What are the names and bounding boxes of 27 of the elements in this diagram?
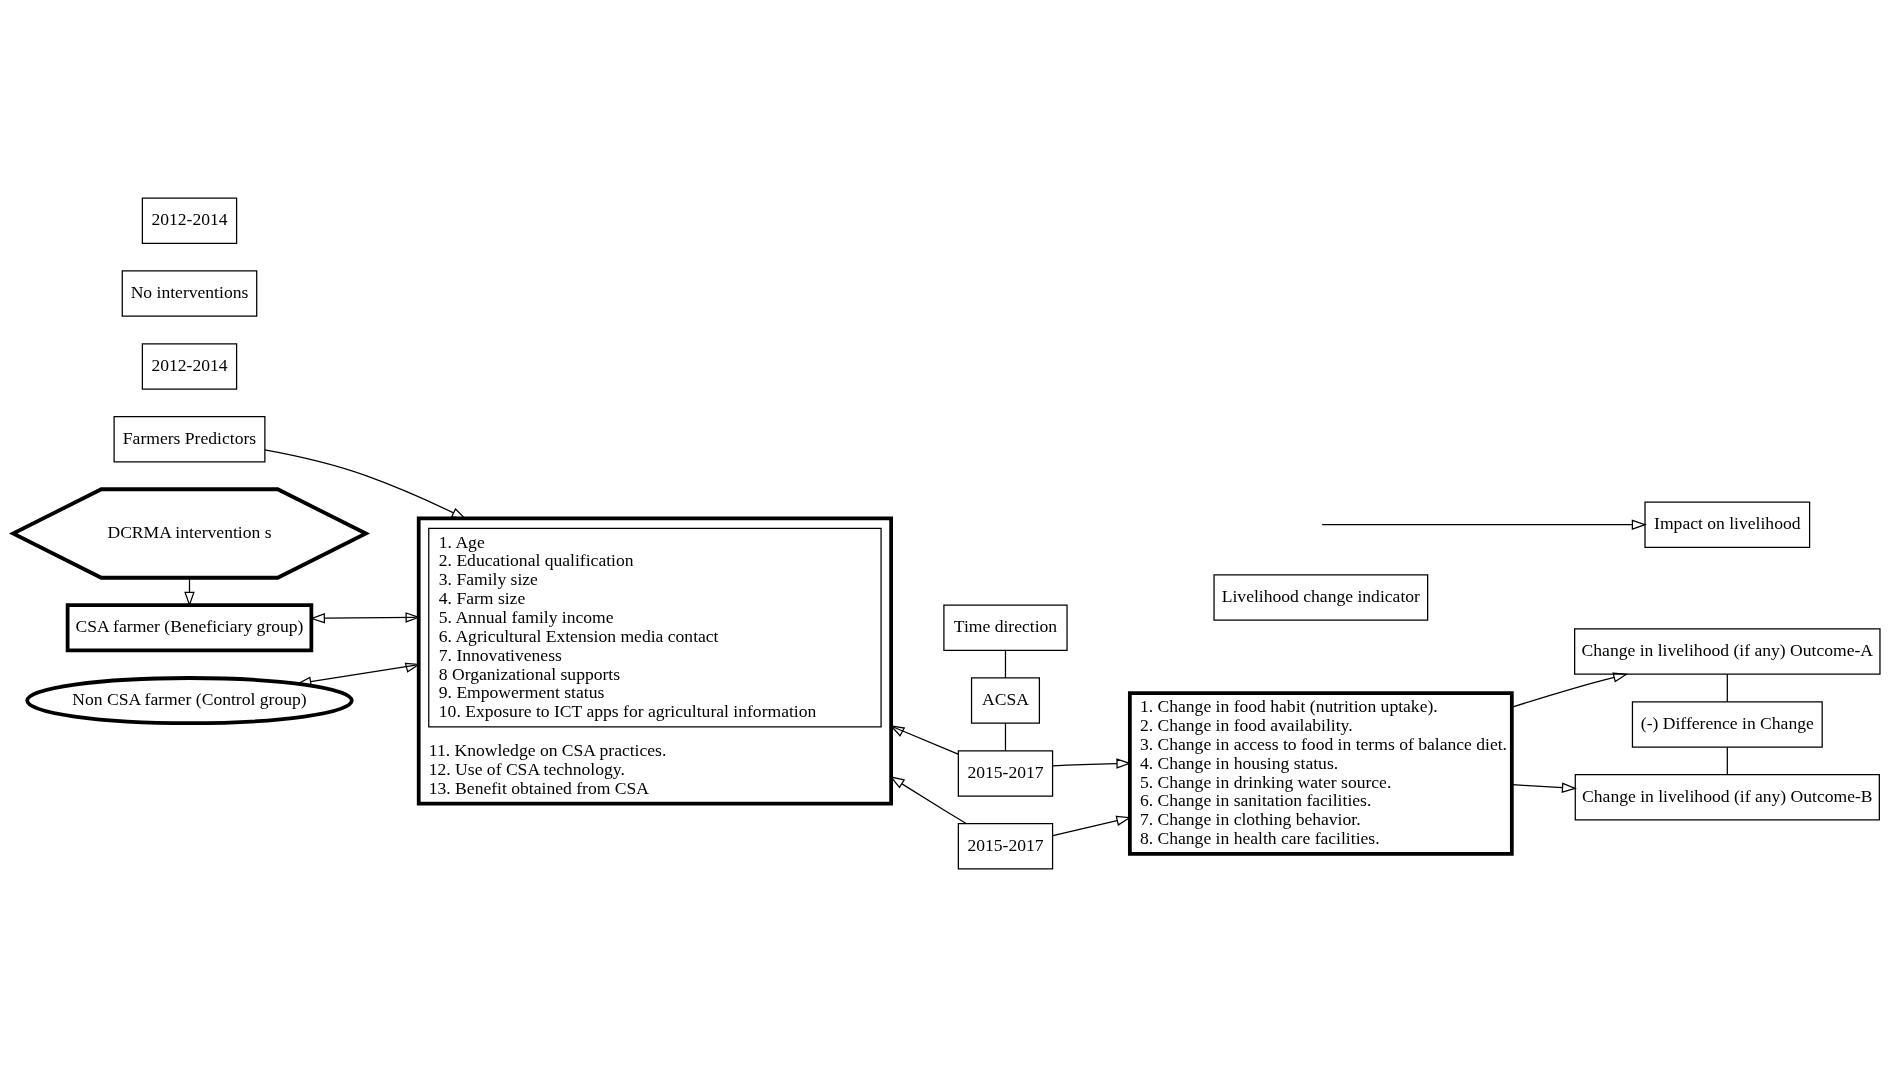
node-box: Time direction [943, 604, 1068, 651]
connector [1004, 649, 1007, 679]
node-box: 2015-2017 [957, 823, 1054, 870]
node-box: Change in livelihood (if any) Outcome-A [1574, 628, 1881, 675]
node-box: CSA farmer (Beneficiary group) [65, 603, 314, 653]
arrow [889, 776, 968, 825]
node-box: 1. Change in food habit (nutrition uptake). 2. Change in food availability. 3. Change in access to food in terms of balance diet. 4. Change in housing status. 5. Change in drinking water source. 6. Change in sanitation facilities. 7. Change in clothing behavior. 8. Change in health care facilities. [1127, 691, 1514, 856]
arrow [889, 724, 959, 755]
node-box: Farmers Predictors [113, 416, 266, 463]
arrow [1511, 672, 1629, 708]
node-box: Change in livelihood (if any) Outcome-B [1574, 774, 1880, 821]
node-box: ACSA [970, 677, 1041, 724]
node-box: 2012-2014 [141, 197, 238, 244]
node-box: Livelihood change indicator [1213, 574, 1429, 621]
node-box: Impact on livelihood [1644, 501, 1811, 548]
connector [1726, 746, 1728, 776]
connector [1726, 673, 1728, 703]
node-box: 2015-2017 [957, 750, 1054, 797]
connector [1004, 722, 1007, 752]
arrow [296, 662, 421, 687]
arrow [264, 449, 467, 520]
node-box: 1. Age 2. Educational qualification 3. Family size 4. Farm size 5. Annual family income 6. Agricultural Extension media contact 7. Innovativeness 8 Organizational supports 9. Empowerment status 10. Exposure to ICT apps for agricultural information [428, 527, 882, 728]
node-box: 2012-2014 [141, 343, 238, 390]
node-box: (-) Difference in Change [1631, 701, 1823, 748]
arrow [1321, 519, 1647, 530]
node-box: No interventions [121, 270, 258, 317]
arrow [1511, 782, 1577, 793]
